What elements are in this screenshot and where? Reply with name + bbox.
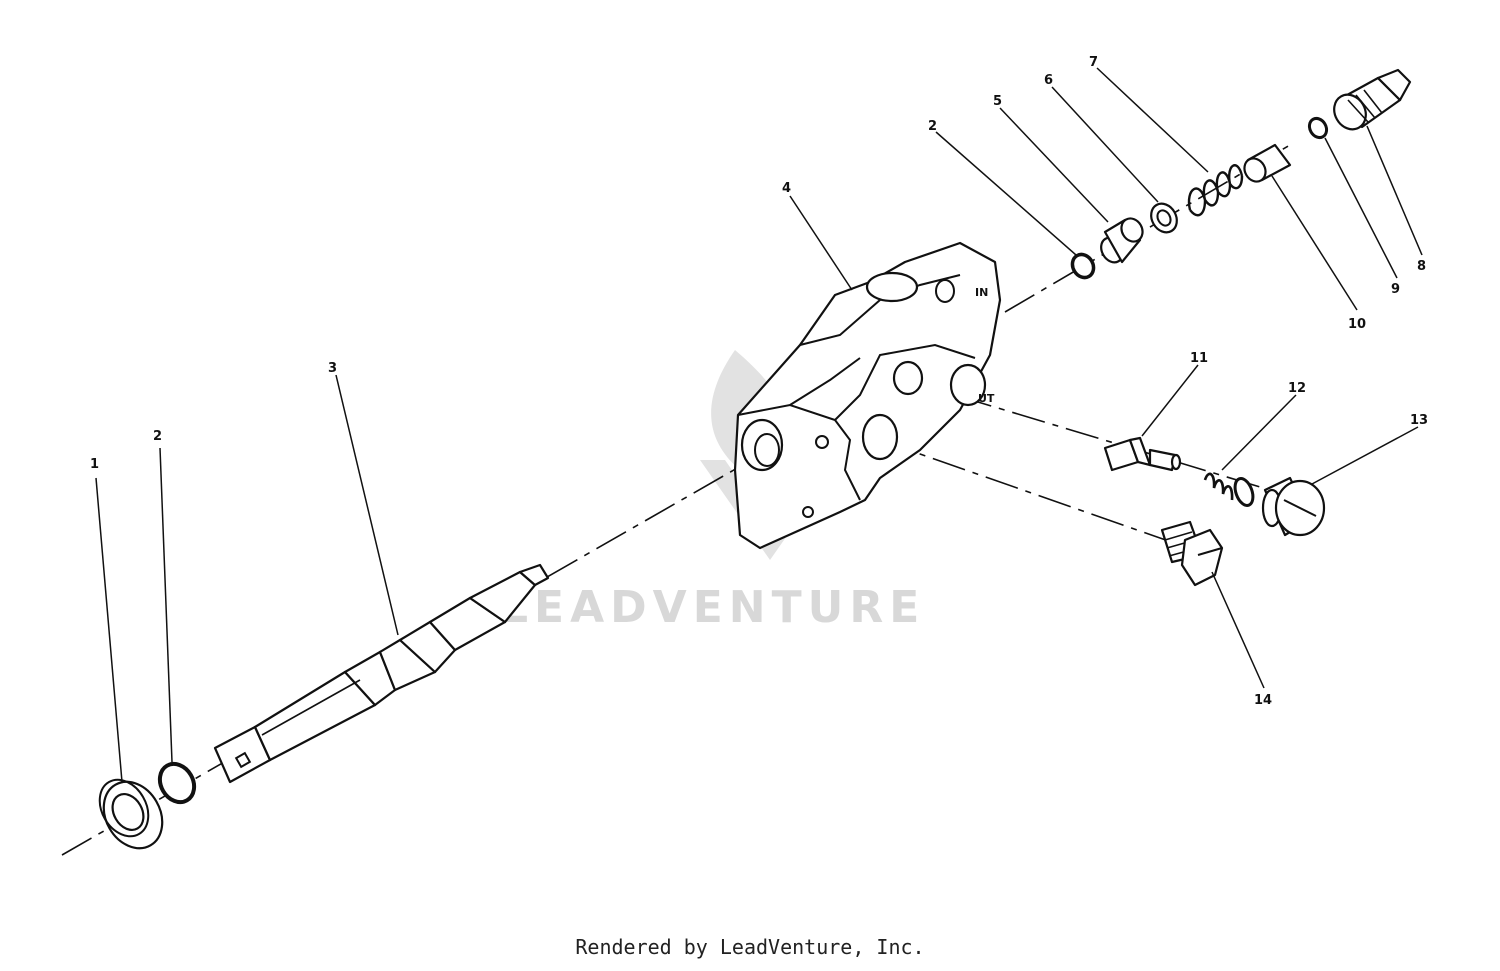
callout-12: 12 <box>1288 381 1306 396</box>
leader-lines <box>95 67 1423 783</box>
callout-8: 8 <box>1417 259 1426 274</box>
footer-credit: Rendered by LeadVenture, Inc. <box>575 935 925 959</box>
part-14-hex-plug <box>1160 520 1224 587</box>
part-9-snap-ring <box>1307 116 1329 140</box>
part-11-poppet <box>1103 436 1182 472</box>
part-13-slotted-plug <box>1261 476 1326 537</box>
callout-4: 4 <box>782 181 791 196</box>
callout-1: 1 <box>90 457 99 472</box>
part-4-valve-body: IN UT <box>733 241 1002 550</box>
callout-11: 11 <box>1190 351 1208 366</box>
callout-6: 6 <box>1044 73 1053 88</box>
port-label-out: UT <box>978 392 995 405</box>
part-5-valve-seat <box>1100 217 1144 264</box>
part-7-spring <box>1187 164 1244 217</box>
callout-9: 9 <box>1391 282 1400 297</box>
callout-3: 3 <box>328 361 337 376</box>
part-3-spool-shaft <box>213 563 550 784</box>
callout-numbers: 1 2 3 4 2 5 6 7 8 9 10 11 12 13 14 <box>90 55 1428 708</box>
part-8-adjusting-screw <box>1333 68 1412 131</box>
callout-2-shaft: 2 <box>153 429 162 444</box>
part-2-o-ring-shaft <box>157 761 197 805</box>
part-1-seal <box>98 778 164 850</box>
plug-axis <box>879 439 1181 546</box>
callout-13: 13 <box>1410 413 1428 428</box>
part-12-spring-and-ring <box>1203 472 1255 507</box>
part-10-sleeve <box>1243 143 1292 183</box>
callout-14: 14 <box>1254 693 1272 708</box>
callout-7: 7 <box>1089 55 1098 70</box>
callout-5: 5 <box>993 94 1002 109</box>
callout-10: 10 <box>1348 317 1366 332</box>
port-label-in: IN <box>975 286 988 299</box>
watermark-text: LEADVENTURE <box>500 582 925 633</box>
watermark-flame-icon <box>711 350 791 470</box>
part-2-o-ring-relief <box>1070 252 1096 280</box>
callout-2-relief: 2 <box>928 119 937 134</box>
part-6-washer <box>1150 202 1178 234</box>
